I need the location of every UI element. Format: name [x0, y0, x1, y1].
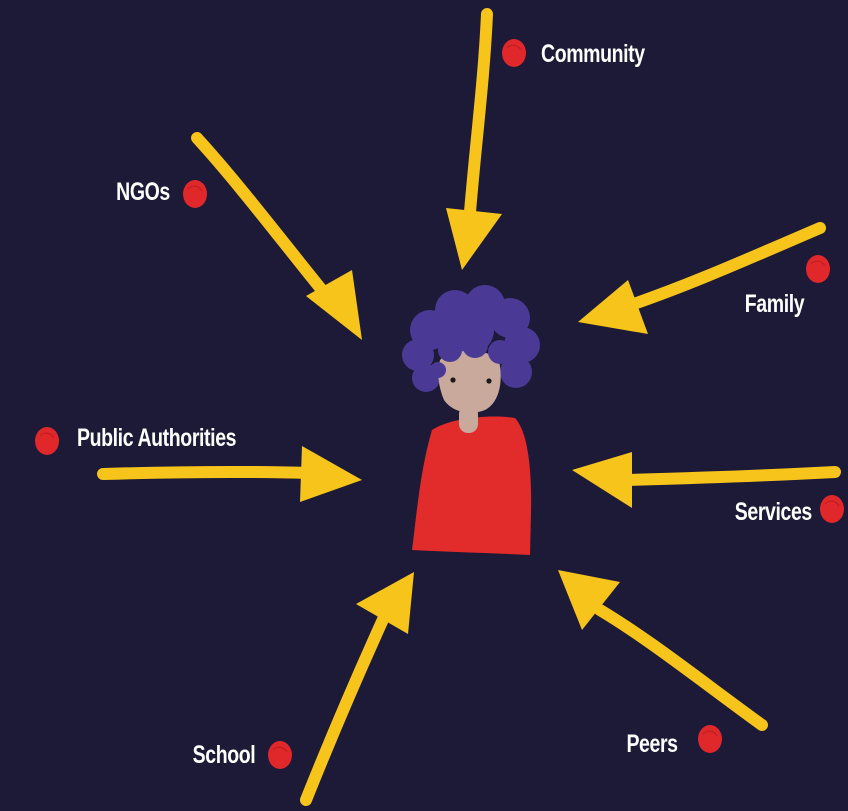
person-eye-left [450, 377, 456, 383]
label-public-authorities: Public Authorities [77, 424, 237, 452]
arrow-services [619, 466, 841, 486]
person-eye-right [486, 378, 492, 384]
arrow-community [464, 8, 493, 218]
arrow-ngos [191, 132, 336, 306]
person-shirt [412, 416, 532, 555]
arrowhead-services [572, 452, 632, 508]
arrowhead-ngos [306, 270, 362, 340]
arrow-school [300, 609, 391, 806]
label-peers: Peers [626, 730, 679, 758]
red-dot-icon [183, 180, 207, 208]
arrowhead-community [446, 208, 502, 270]
label-family: Family [744, 290, 805, 318]
red-dot-icon [35, 427, 59, 455]
arrow-public-authorities [97, 465, 316, 480]
red-dot-icon [820, 495, 844, 523]
red-dot-icon [806, 255, 830, 283]
red-dot-icon [502, 39, 526, 67]
red-dot-icon [698, 725, 722, 753]
arrowhead-peers [558, 570, 620, 630]
label-school: School [192, 741, 255, 769]
label-ngos: NGOs [116, 178, 170, 206]
label-services: Services [734, 498, 813, 526]
arrow-peers [594, 604, 768, 731]
arrow-family [619, 222, 826, 313]
arrowhead-public-authorities [300, 446, 362, 502]
red-dot-icon [268, 741, 292, 769]
person-figure [402, 285, 540, 555]
person-face [438, 351, 501, 413]
arrowhead-family [578, 280, 648, 334]
arrowhead-school [356, 572, 414, 634]
label-community: Community [541, 40, 645, 68]
